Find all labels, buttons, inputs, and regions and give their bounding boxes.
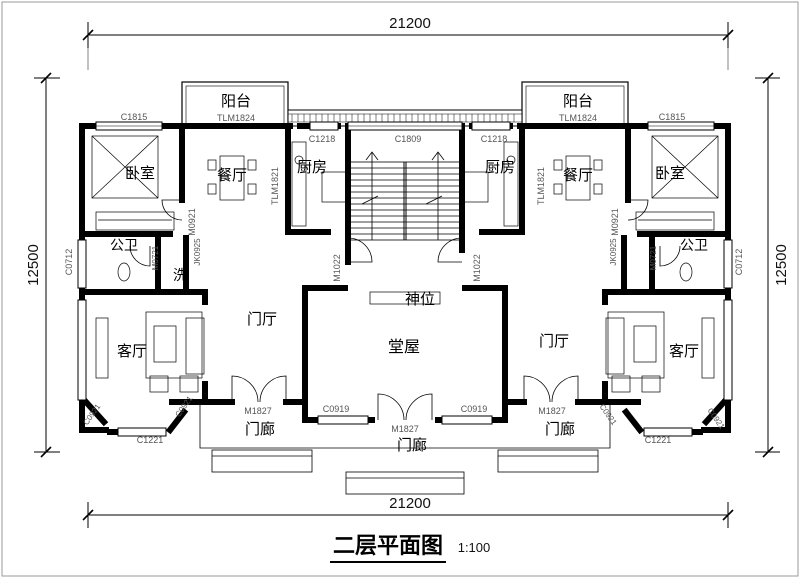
porch-steps (199, 402, 611, 495)
code-c0712-left: C0712 (64, 249, 74, 276)
code-jk0925-right: JK0925 (609, 238, 618, 266)
room-shrine: 神位 (405, 291, 435, 308)
code-tlm1821-right: TLM1821 (536, 167, 546, 205)
code-m1022-left: M1022 (332, 254, 342, 282)
drawing-scale: 1:100 (458, 540, 491, 555)
dim-height-right: 12500 (773, 244, 790, 286)
code-c1218-left: C1218 (309, 134, 336, 144)
room-porch-left: 门廊 (245, 421, 275, 438)
code-c1809: C1809 (395, 134, 422, 144)
room-kitchen-left: 厨房 (297, 159, 327, 176)
room-bath-right: 公卫 (680, 239, 708, 254)
code-c0919-left: C0919 (323, 404, 350, 414)
room-porch-center: 门廊 (397, 437, 427, 454)
code-c1221-right: C1221 (645, 435, 672, 445)
room-living-left: 客厅 (117, 343, 147, 360)
code-m0721-left: M0721 (151, 245, 160, 270)
code-m1827-center: M1827 (391, 424, 419, 434)
code-jk0925-left: JK0925 (193, 238, 202, 266)
code-m1827-right: M1827 (538, 406, 566, 416)
room-bath-left: 公卫 (110, 239, 138, 254)
staircase (321, 151, 489, 241)
room-porch-right: 门廊 (545, 421, 575, 438)
dim-width-bottom: 21200 (389, 495, 431, 512)
dim-width-top: 21200 (389, 15, 431, 32)
code-m0921-left: M0921 (187, 208, 197, 236)
room-balcony-left: 阳台 (221, 93, 251, 110)
code-m0721-right: M0721 (649, 245, 658, 270)
code-tlm1824-left: TLM1824 (217, 113, 255, 123)
code-m0921-right: M0921 (610, 208, 620, 236)
room-living-right: 客厅 (669, 343, 699, 360)
code-tlm1821-left: TLM1821 (270, 167, 280, 205)
code-tlm1824-right: TLM1824 (559, 113, 597, 123)
drawing-title: 二层平面图 (333, 533, 443, 558)
room-kitchen-right: 厨房 (485, 159, 515, 176)
code-c0712-right: C0712 (734, 249, 744, 276)
code-m1827-left: M1827 (244, 406, 272, 416)
room-balcony-right: 阳台 (563, 93, 593, 110)
room-hall-right: 门厅 (539, 333, 569, 350)
doors (129, 199, 681, 421)
code-c0921-c: C0921 (598, 402, 619, 427)
code-c1221-left: C1221 (137, 435, 164, 445)
code-c0919-right: C0919 (461, 404, 488, 414)
room-bedroom-left: 卧室 (125, 165, 155, 182)
room-dining-left: 餐厅 (217, 167, 247, 184)
room-wash-left: 洗 (173, 268, 187, 284)
dim-height-left: 12500 (25, 244, 42, 286)
windows (77, 121, 733, 437)
room-main-hall: 堂屋 (388, 338, 420, 356)
room-hall-left: 门厅 (247, 311, 277, 328)
code-m1022-right: M1022 (472, 254, 482, 282)
room-dining-right: 餐厅 (563, 167, 593, 184)
code-c1815-left: C1815 (121, 112, 148, 122)
code-c1815-right: C1815 (659, 112, 686, 122)
code-c1218-right: C1218 (481, 134, 508, 144)
furniture (91, 135, 719, 393)
dimension-lines (34, 22, 780, 528)
room-bedroom-right: 卧室 (655, 165, 685, 182)
